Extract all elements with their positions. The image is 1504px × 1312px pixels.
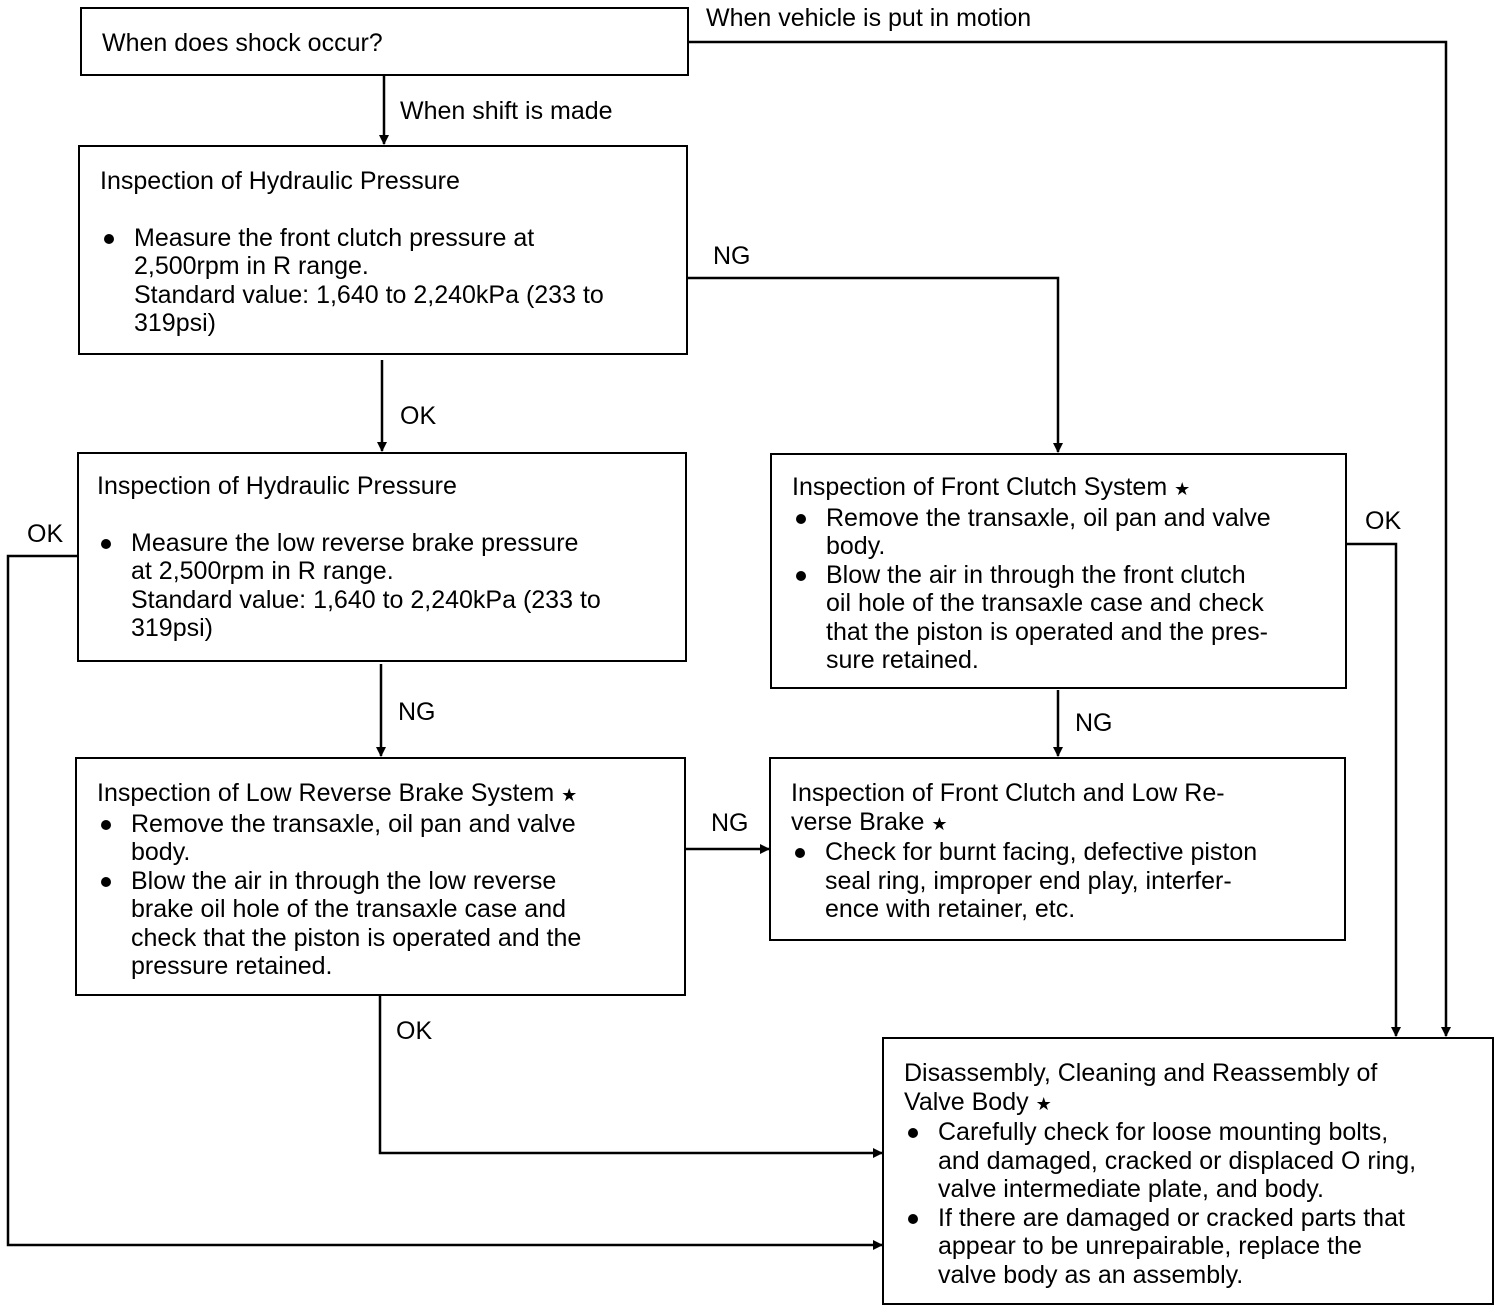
label-fc-ok: OK xyxy=(1365,507,1402,535)
list-item: Measure the low reverse brake pressure a… xyxy=(97,529,675,643)
list-item: Check for burnt facing, defective piston… xyxy=(791,838,1336,924)
low-reverse-brake-system-box: Inspection of Low Reverse Brake System ★… xyxy=(75,757,686,996)
bullet-icon xyxy=(908,1128,918,1138)
label-hyd2-ok: OK xyxy=(27,520,64,548)
star-icon: ★ xyxy=(1174,479,1191,499)
label-hyd2-ng: NG xyxy=(398,698,436,726)
bullet-icon xyxy=(796,570,806,581)
start-box: When does shock occur? xyxy=(80,7,689,76)
bullet-icon xyxy=(104,233,114,244)
list-item: Measure the front clutch pressure at 2,5… xyxy=(100,224,676,338)
arrow-fc-ok xyxy=(1346,542,1401,1037)
label-hyd1-ng: NG xyxy=(713,242,751,270)
star-icon: ★ xyxy=(931,813,948,834)
box-title: Disassembly, Cleaning and Reassembly of … xyxy=(904,1059,1378,1116)
hydraulic-pressure-box-2: Inspection of Hydraulic Pressure Measure… xyxy=(77,452,687,662)
arrow-lr-ok xyxy=(378,996,883,1158)
list-item: Carefully check for loose mounting bolts… xyxy=(904,1118,1486,1204)
star-icon: ★ xyxy=(561,785,578,805)
box-title: Inspection of Hydraulic Pressure xyxy=(97,472,457,500)
list-item: If there are damaged or cracked parts th… xyxy=(904,1204,1486,1290)
label-motion: When vehicle is put in motion xyxy=(706,4,1032,32)
bullet-icon xyxy=(101,819,111,830)
star-icon: ★ xyxy=(1035,1093,1052,1114)
arrow-hyd2-ok xyxy=(6,554,883,1250)
bullet-icon xyxy=(908,1213,918,1224)
label-lr-ok: OK xyxy=(396,1017,433,1045)
box-title: Inspection of Low Reverse Brake System ★ xyxy=(97,779,578,807)
valve-body-box: Disassembly, Cleaning and Reassembly of … xyxy=(882,1037,1494,1305)
list-item: Blow the air in through the low reverse … xyxy=(97,867,676,981)
box-title: Inspection of Hydraulic Pressure xyxy=(100,167,460,195)
bullet-icon xyxy=(795,848,805,858)
label-shift: When shift is made xyxy=(400,97,613,125)
bullet-icon xyxy=(101,538,111,549)
label-fc-ng: NG xyxy=(1075,709,1113,737)
hydraulic-pressure-box-1: Inspection of Hydraulic Pressure Measure… xyxy=(78,145,688,355)
box-title: Inspection of Front Clutch System ★ xyxy=(792,473,1191,501)
start-question: When does shock occur? xyxy=(102,29,383,57)
label-lr-ng: NG xyxy=(711,809,749,837)
box-title: Inspection of Front Clutch and Low Re- v… xyxy=(791,779,1225,836)
bullet-icon xyxy=(796,513,806,524)
bullet-icon xyxy=(101,876,111,887)
label-hyd1-ok: OK xyxy=(400,402,437,430)
list-item: Remove the transaxle, oil pan and valve … xyxy=(792,504,1337,561)
arrow-motion xyxy=(688,40,1451,1037)
arrow-hyd1-ng xyxy=(688,276,1063,453)
list-item: Blow the air in through the front clutch… xyxy=(792,561,1337,675)
front-clutch-system-box: Inspection of Front Clutch System ★ Remo… xyxy=(770,453,1347,689)
list-item: Remove the transaxle, oil pan and valve … xyxy=(97,810,676,867)
front-clutch-low-reverse-box: Inspection of Front Clutch and Low Re- v… xyxy=(769,757,1346,941)
